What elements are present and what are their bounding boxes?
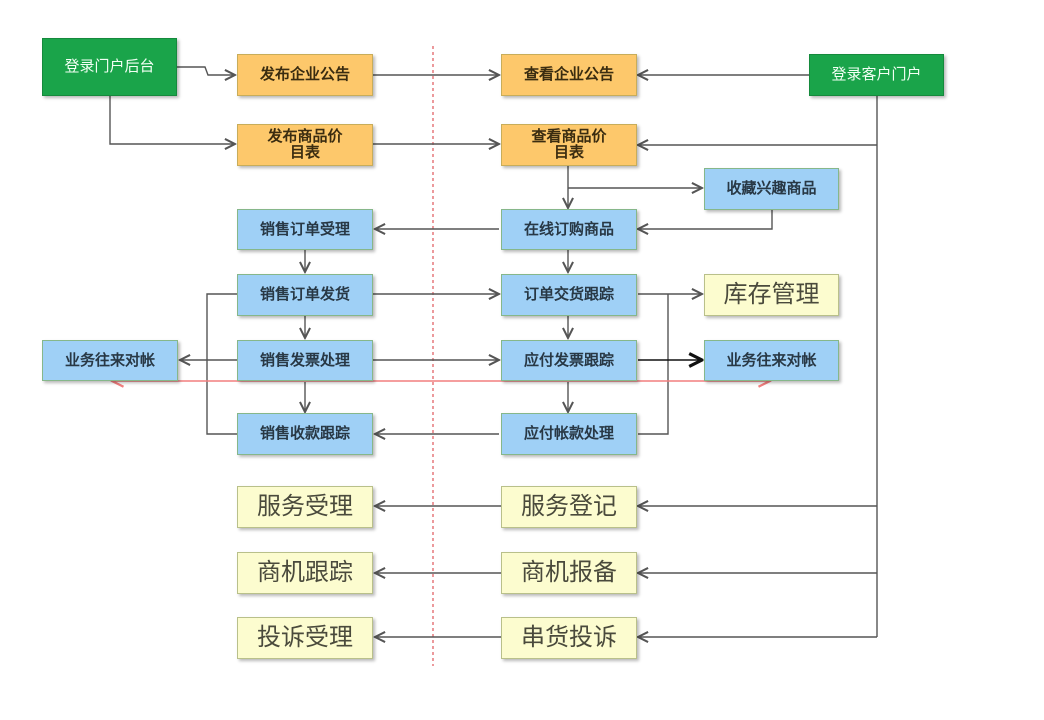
node-label: 销售订单受理 [259,219,350,238]
node-login-customer[interactable]: 登录客户门户 [809,54,944,96]
node-payable-invoice-track[interactable]: 应付发票跟踪 [501,340,637,381]
node-sales-order-ship[interactable]: 销售订单发货 [237,274,373,316]
node-login-backend[interactable]: 登录门户后台 [42,38,177,96]
node-inventory-mgmt[interactable]: 库存管理 [704,274,839,316]
node-online-order[interactable]: 在线订购商品 [501,209,637,250]
node-label: 投诉受理 [257,623,353,652]
node-label: 应付发票跟踪 [523,350,614,369]
node-lead-report[interactable]: 商机报备 [501,552,637,594]
node-label: 服务受理 [257,492,353,521]
node-payable-payment[interactable]: 应付帐款处理 [501,413,637,455]
node-sales-invoice[interactable]: 销售发票处理 [237,340,373,381]
node-reconcile-right[interactable]: 业务往来对帐 [704,340,839,381]
node-label: 登录客户门户 [831,65,922,84]
node-label: 发布企业公告 [259,65,350,84]
node-label: 串货投诉 [521,623,617,652]
edge-backend-to-publish-pricelist [109,96,235,144]
node-label: 应付帐款处理 [523,424,614,443]
node-label: 查看企业公告 [523,65,614,84]
node-label: 业务往来对帐 [726,350,817,369]
node-label: 销售订单发货 [259,285,350,304]
edge-favorite-to-order [638,210,773,229]
node-sales-receipt-track[interactable]: 销售收款跟踪 [237,413,373,455]
node-label: 服务登记 [521,492,617,521]
node-reconcile-left[interactable]: 业务往来对帐 [42,340,178,381]
node-service-accept[interactable]: 服务受理 [237,486,373,528]
node-cross-sell-complaint[interactable]: 串货投诉 [501,617,637,659]
node-label: 库存管理 [723,280,820,309]
edge-backend-to-publish-notice [177,66,235,75]
node-label: 发布商品价目表 [267,127,343,161]
node-service-register[interactable]: 服务登记 [501,486,637,528]
node-label: 收藏兴趣商品 [726,179,817,198]
node-label: 在线订购商品 [523,219,614,238]
node-label: 商机跟踪 [257,558,353,587]
edge-payment-to-inventory [638,294,669,435]
node-label: 查看商品价目表 [531,127,607,161]
node-complaint-accept[interactable]: 投诉受理 [237,617,373,659]
node-view-pricelist[interactable]: 查看商品价目表 [501,124,637,166]
node-lead-track[interactable]: 商机跟踪 [237,552,373,594]
node-label: 订单交货跟踪 [523,285,614,304]
node-favorite-goods[interactable]: 收藏兴趣商品 [704,168,839,210]
node-order-delivery-track[interactable]: 订单交货跟踪 [501,274,637,316]
node-publish-notice[interactable]: 发布企业公告 [237,54,373,96]
node-view-notice[interactable]: 查看企业公告 [501,54,637,96]
node-label: 销售发票处理 [259,350,350,369]
node-label: 登录门户后台 [64,57,155,76]
node-publish-pricelist[interactable]: 发布商品价目表 [237,124,373,166]
node-label: 商机报备 [521,558,617,587]
node-label: 业务往来对帐 [64,350,155,369]
node-label: 销售收款跟踪 [259,424,350,443]
node-sales-order-accept[interactable]: 销售订单受理 [237,209,373,250]
edge-ship-loop [206,293,237,435]
